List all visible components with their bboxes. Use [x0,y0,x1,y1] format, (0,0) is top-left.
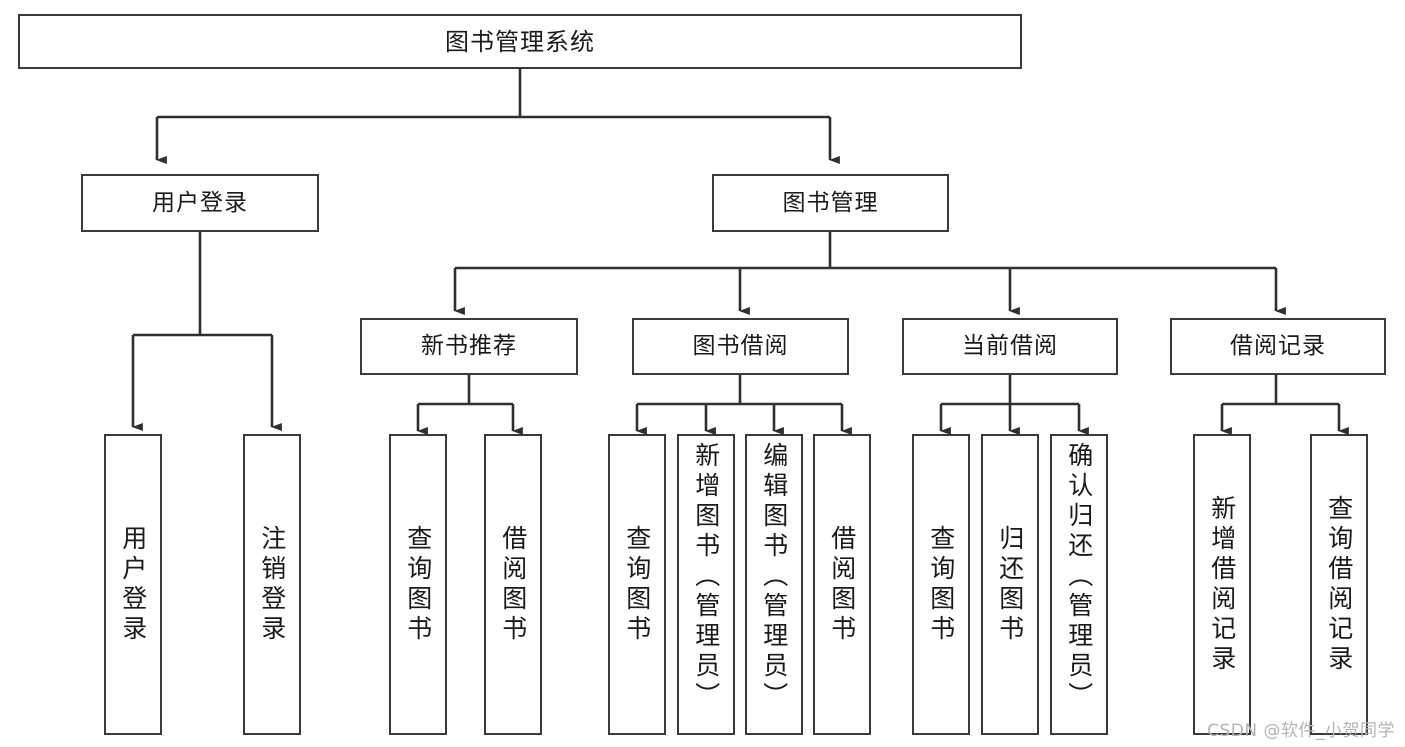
node-user-login[interactable]: 用户登录 [81,174,319,232]
node-label: 查询图书 [926,524,956,645]
leaf-borrow-book-recommend[interactable]: 借阅图书 [484,434,542,735]
node-new-book-recommend[interactable]: 新书推荐 [360,318,578,375]
node-label: 图书管理系统 [445,27,595,56]
leaf-edit-book[interactable]: 编辑图书（管理员） [745,434,803,735]
node-label: 查询图书 [622,524,652,645]
node-label: 图书管理 [782,189,879,216]
leaf-return-book[interactable]: 归还图书 [981,434,1039,735]
leaf-query-book-current[interactable]: 查询图书 [912,434,970,735]
leaf-query-book-borrow[interactable]: 查询图书 [608,434,666,735]
leaf-add-book[interactable]: 新增图书（管理员） [677,434,735,735]
node-label: 确认归还（管理员） [1064,442,1094,712]
leaf-confirm-return[interactable]: 确认归还（管理员） [1050,434,1108,735]
leaf-user-logout[interactable]: 注销登录 [243,434,301,735]
leaf-user-login[interactable]: 用户登录 [104,434,162,735]
node-label: 借阅图书 [827,524,857,645]
node-label: 新书推荐 [421,333,517,359]
node-label: 新增图书（管理员） [691,442,721,712]
leaf-query-book-recommend[interactable]: 查询图书 [389,434,447,735]
watermark-csdn: CSDN @软件_小贺同学 [1207,721,1395,741]
leaf-borrow-book[interactable]: 借阅图书 [813,434,871,735]
node-label: 用户登录 [118,524,148,645]
node-label: 注销登录 [257,524,287,645]
node-book-manage[interactable]: 图书管理 [712,174,949,232]
leaf-query-borrow-record[interactable]: 查询借阅记录 [1310,434,1368,735]
node-label: 新增借阅记录 [1207,494,1237,675]
node-label: 用户登录 [152,189,248,216]
node-label: 编辑图书（管理员） [759,442,789,712]
node-book-borrow[interactable]: 图书借阅 [632,318,849,375]
node-borrow-record[interactable]: 借阅记录 [1170,318,1386,375]
node-current-borrow[interactable]: 当前借阅 [902,318,1118,375]
node-label: 当前借阅 [962,333,1058,359]
node-root-book-management-system[interactable]: 图书管理系统 [18,14,1022,69]
node-label: 查询借阅记录 [1324,494,1354,675]
node-label: 借阅图书 [498,524,528,645]
leaf-add-borrow-record[interactable]: 新增借阅记录 [1193,434,1251,735]
node-label: 查询图书 [403,524,433,645]
node-label: 归还图书 [995,524,1025,645]
node-label: 图书借阅 [692,333,789,359]
node-label: 借阅记录 [1230,333,1326,359]
